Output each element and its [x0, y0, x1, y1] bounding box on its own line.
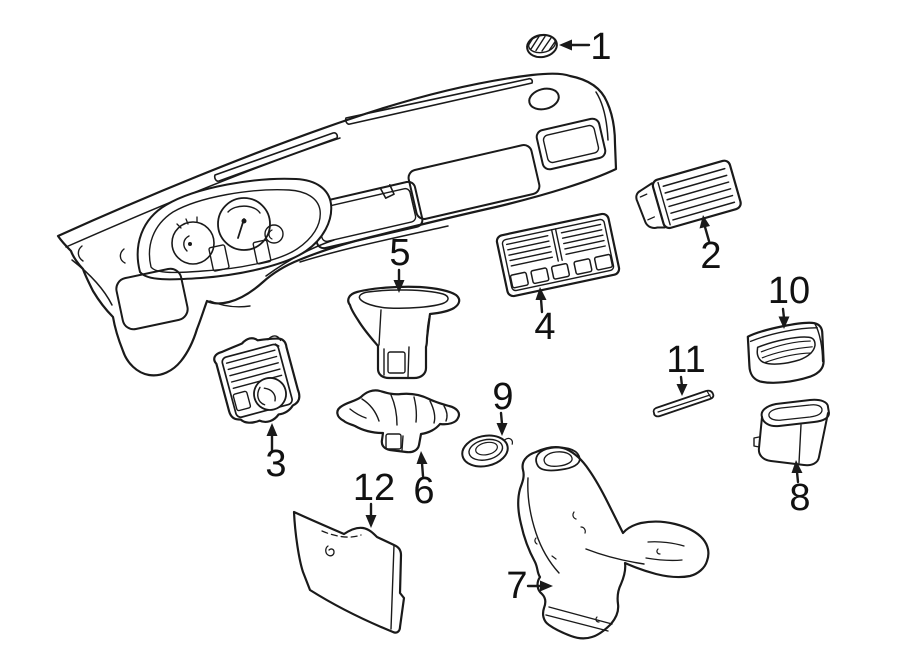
callout-label-1: 1 — [590, 26, 611, 68]
part-11-trim-strip — [652, 389, 715, 418]
part-8-storage-bin — [753, 398, 830, 467]
callout-label-9: 9 — [492, 376, 513, 418]
instrument-cluster — [136, 177, 333, 281]
gauge-speedometer — [217, 197, 271, 251]
part-7-floor-duct — [517, 446, 710, 640]
defroster-slot-left — [213, 132, 339, 182]
part-10-upper-vent — [746, 321, 825, 384]
callout-1: 1 — [559, 26, 612, 68]
lower-left-opening — [115, 267, 189, 331]
part-2-side-vent — [635, 159, 742, 230]
right-face-opening — [535, 117, 607, 171]
callout-label-4: 4 — [534, 306, 555, 348]
callout-12: 12 — [353, 467, 395, 528]
gauge-left — [171, 221, 215, 265]
speaker-hole — [528, 87, 560, 111]
callouts: 1 2 3 4 5 6 7 — [265, 26, 810, 607]
dashboard-assembly — [56, 72, 618, 377]
callout-2: 2 — [699, 215, 722, 277]
callout-7: 7 — [506, 565, 553, 607]
callout-label-3: 3 — [265, 443, 286, 485]
callout-9: 9 — [492, 376, 514, 436]
callout-label-11: 11 — [666, 339, 705, 381]
clip-hole — [325, 545, 335, 557]
callout-11: 11 — [666, 339, 706, 396]
center-face-opening — [407, 144, 541, 220]
gauge-small — [264, 224, 284, 244]
dashboard-outline — [56, 72, 618, 377]
part-3-left-vent — [213, 335, 301, 424]
defroster-slot-right — [344, 77, 534, 125]
callout-label-8: 8 — [789, 477, 810, 519]
part-9-oval-bezel — [461, 434, 513, 468]
callout-label-10: 10 — [768, 270, 810, 312]
part-1-round-vent-grommet — [526, 33, 558, 59]
part-4-center-vent — [495, 212, 621, 298]
part-5-defroster-duct — [347, 285, 461, 380]
callout-label-7: 7 — [506, 565, 527, 607]
left-edge-notch — [77, 245, 84, 262]
callout-8: 8 — [789, 460, 811, 519]
left-edge-notch-2 — [119, 248, 126, 264]
dash-left-fold-line — [71, 259, 113, 306]
callout-5: 5 — [389, 232, 411, 293]
callout-label-2: 2 — [700, 235, 721, 277]
callout-3: 3 — [265, 423, 287, 485]
callout-4: 4 — [534, 287, 556, 348]
dash-right-inner-line — [595, 91, 609, 141]
column-seam — [209, 300, 251, 308]
dash-bottom-inner-line — [299, 225, 449, 263]
callout-label-12: 12 — [353, 467, 395, 509]
part-6-heater-duct — [336, 389, 461, 454]
callout-label-6: 6 — [413, 470, 434, 512]
callout-6: 6 — [413, 451, 435, 512]
callout-label-5: 5 — [389, 232, 410, 274]
part-12-trim-panel — [292, 510, 406, 634]
callout-10: 10 — [768, 270, 810, 329]
